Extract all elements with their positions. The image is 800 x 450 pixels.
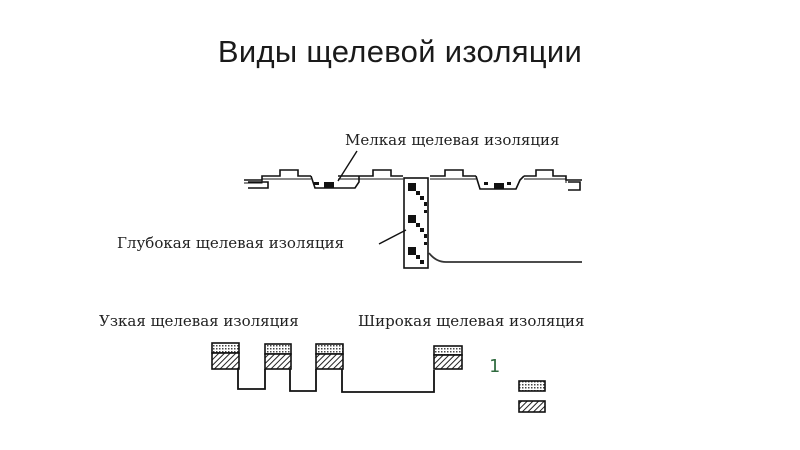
narrow-wide-profile <box>237 369 435 393</box>
legend-swatch-hatched <box>518 400 546 413</box>
pointer-deep <box>378 229 407 245</box>
legend-swatch-dotted <box>518 380 546 392</box>
pointer-shallow <box>337 150 358 182</box>
mask-blocks <box>211 342 463 370</box>
deep-trench-column <box>403 177 429 269</box>
shallow-trench-fill <box>314 182 511 189</box>
label-narrow-trench: Узкая щелевая изоляция <box>99 312 299 330</box>
shallow-trench-profile <box>244 169 582 191</box>
label-deep-trench: Глубокая щелевая изоляция <box>117 234 345 252</box>
slide-title: Виды щелевой изоляции <box>217 34 583 69</box>
legend-number: 1 <box>489 356 500 377</box>
label-wide-trench: Широкая щелевая изоляция <box>358 312 585 330</box>
legend-swatches <box>518 380 546 413</box>
label-shallow-trench: Мелкая щелевая изоляция <box>345 131 560 149</box>
deep-trench-floor <box>428 252 582 263</box>
